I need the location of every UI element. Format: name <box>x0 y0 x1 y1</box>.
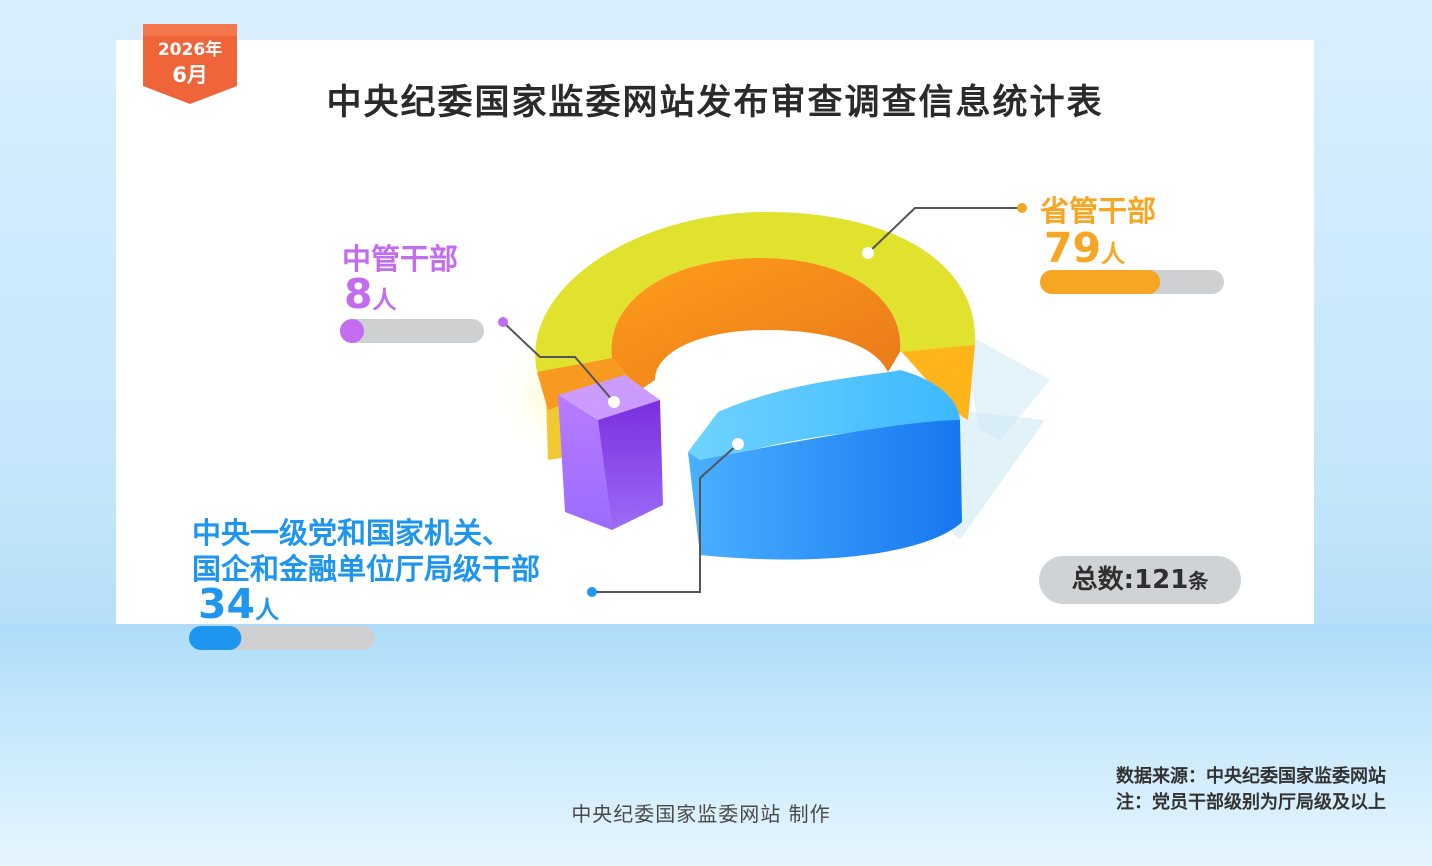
slice-zhongyang-side <box>688 420 962 560</box>
date-badge: 2026年 6月 <box>143 24 237 106</box>
progress-fill <box>1040 270 1161 294</box>
donut-shadow <box>960 330 1050 440</box>
donut-shadow-lower <box>940 410 1045 540</box>
badge-ribbon <box>143 24 237 104</box>
dot-zhongguan-label <box>498 317 508 327</box>
value-number: 79 <box>1044 224 1102 272</box>
progress-track <box>340 319 484 343</box>
total-badge: 总数:121条 <box>1039 556 1241 604</box>
label-zhongyang-line2: 国企和金融单位厅局级干部 <box>192 552 541 586</box>
value-unit: 人 <box>255 596 280 624</box>
slice-zhongyang-top <box>688 370 960 460</box>
dot-zhongguan-chart <box>608 396 620 408</box>
value-shengguan: 79人 <box>1044 224 1125 272</box>
slice-shengguan-side-right <box>900 345 975 420</box>
badge-month: 6月 <box>172 63 208 87</box>
dot-zhongyang-label <box>587 587 597 597</box>
value-zhongyang: 34人 <box>198 580 279 628</box>
lower-background-band <box>0 624 1432 866</box>
note-line: 注：党员干部级别为厅局级及以上 <box>1116 792 1386 813</box>
progress-zhongguan <box>340 319 484 343</box>
progress-shengguan <box>1040 270 1224 294</box>
value-unit: 人 <box>372 286 397 314</box>
slice-shengguan-inner-wall <box>611 258 901 390</box>
dot-shengguan-label <box>1017 203 1027 213</box>
source-note: 数据来源：中央纪委国家监委网站 注：党员干部级别为厅局级及以上 <box>1040 764 1386 816</box>
value-zhongguan: 8人 <box>344 270 397 318</box>
value-unit: 人 <box>1101 240 1126 268</box>
value-number: 8 <box>344 270 373 318</box>
badge-year: 2026年 <box>157 40 223 60</box>
dot-shengguan-chart <box>862 247 874 259</box>
label-shengguan: 省管干部 <box>1040 194 1157 228</box>
dot-zhongyang-chart <box>732 438 744 450</box>
leader-line-shengguan <box>867 207 1022 254</box>
source-line: 数据来源：中央纪委国家监委网站 <box>1116 766 1386 787</box>
progress-fill <box>189 626 242 650</box>
label-zhongyang-line1: 中央一级党和国家机关、 <box>192 516 512 550</box>
label-zhongguan: 中管干部 <box>342 242 459 276</box>
total-unit: 条 <box>1188 569 1209 593</box>
progress-zhongyang <box>189 626 375 650</box>
leader-line-zhongguan <box>502 321 615 403</box>
leader-line-zhongyang <box>592 443 739 593</box>
page-title: 中央纪委国家监委网站发布审查调查信息统计表 <box>326 83 1104 123</box>
footer-credit: 中央纪委国家监委网站 制作 <box>571 802 831 826</box>
value-number: 34 <box>198 580 256 628</box>
progress-fill <box>340 319 364 343</box>
slice-zhongguan-front <box>558 395 612 530</box>
total-label: 总数: <box>1071 565 1135 595</box>
total-value: 121 <box>1134 565 1189 595</box>
slice-zhongguan-side <box>598 400 663 530</box>
